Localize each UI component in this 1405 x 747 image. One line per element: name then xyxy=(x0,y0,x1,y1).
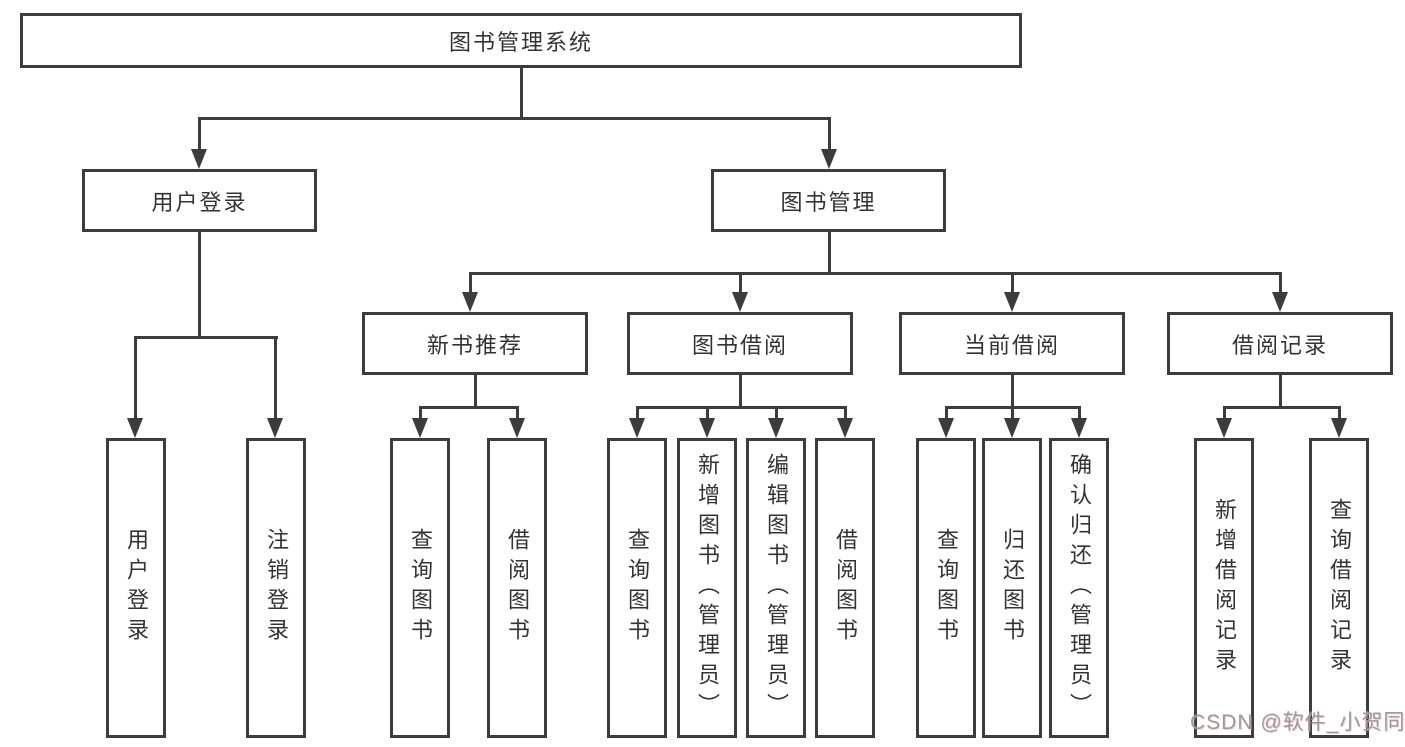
connector-shaft xyxy=(134,336,137,419)
connector-bar xyxy=(636,406,846,409)
arrow-down-icon xyxy=(1004,292,1020,312)
leaf-label: 新增图书（管理员） xyxy=(695,453,720,723)
node-label: 图书借阅 xyxy=(691,332,788,358)
arrow-down-icon xyxy=(509,418,525,438)
connector-shaft xyxy=(636,406,639,420)
arrow-down-icon xyxy=(462,292,478,312)
connector-shaft xyxy=(516,406,519,420)
leaf-label: 查询图书 xyxy=(408,528,433,648)
connector-stub xyxy=(739,375,742,406)
arrow-down-icon xyxy=(938,418,954,438)
leaf-label: 新增借阅记录 xyxy=(1212,498,1237,678)
leaf-add-borrow-record: 新增借阅记录 xyxy=(1194,438,1254,738)
leaf-label: 借阅图书 xyxy=(505,528,530,648)
connector-level1-bar xyxy=(198,117,831,120)
connector-stub xyxy=(474,375,477,406)
leaf-edit-book-admin: 编辑图书（管理员） xyxy=(746,438,806,738)
arrow-down-icon xyxy=(1331,418,1347,438)
arrow-down-icon xyxy=(837,418,853,438)
node-root: 图书管理系统 xyxy=(20,13,1022,68)
node-label: 用户登录 xyxy=(151,189,248,215)
connector-shaft xyxy=(469,272,472,294)
node-label: 当前借阅 xyxy=(963,332,1060,358)
node-current-borrow: 当前借阅 xyxy=(899,312,1125,375)
node-root-label: 图书管理系统 xyxy=(448,29,593,55)
leaf-return-book: 归还图书 xyxy=(982,438,1042,738)
leaf-query-book: 查询图书 xyxy=(607,438,667,738)
connector-stub xyxy=(1279,375,1282,406)
connector-shaft xyxy=(419,406,422,420)
connector-root-stub xyxy=(520,68,523,117)
connector-shaft xyxy=(945,406,948,420)
node-label: 图书管理 xyxy=(780,189,877,215)
arrow-down-icon xyxy=(127,418,143,438)
arrow-down-icon xyxy=(1071,418,1087,438)
leaf-confirm-return-admin: 确认归还（管理员） xyxy=(1049,438,1109,738)
connector-shaft xyxy=(1011,272,1014,294)
leaf-label: 查询借阅记录 xyxy=(1327,498,1352,678)
leaf-label: 注销登录 xyxy=(264,528,289,648)
leaf-logout: 注销登录 xyxy=(246,438,306,738)
connector-shaft xyxy=(1223,406,1226,420)
leaf-label: 确认归还（管理员） xyxy=(1067,453,1092,723)
leaf-label: 借阅图书 xyxy=(833,528,858,648)
connector-shaft xyxy=(1338,406,1341,420)
arrow-down-icon xyxy=(732,292,748,312)
connector-bar xyxy=(419,406,519,409)
leaf-label: 查询图书 xyxy=(934,528,959,648)
arrow-down-icon xyxy=(768,418,784,438)
arrow-down-icon xyxy=(412,418,428,438)
node-new-book-recommend: 新书推荐 xyxy=(362,312,588,375)
leaf-borrow-book: 借阅图书 xyxy=(815,438,875,738)
leaf-label: 归还图书 xyxy=(1000,528,1025,648)
node-user-login: 用户登录 xyxy=(82,169,317,232)
watermark: CSDN @软件_小贺同学 xyxy=(1190,711,1405,734)
leaf-query-book: 查询图书 xyxy=(916,438,976,738)
arrow-down-icon xyxy=(191,149,207,169)
node-borrow-record: 借阅记录 xyxy=(1167,312,1393,375)
connector-shaft xyxy=(1011,406,1014,420)
connector-stub xyxy=(1011,375,1014,406)
arrow-down-icon xyxy=(1216,418,1232,438)
leaf-query-book: 查询图书 xyxy=(390,438,450,738)
connector-shaft xyxy=(706,406,709,420)
connector-level3-bar xyxy=(469,272,1282,275)
node-label: 借阅记录 xyxy=(1231,332,1328,358)
connector-shaft xyxy=(739,272,742,294)
node-book-borrow: 图书借阅 xyxy=(627,312,853,375)
leaf-label: 查询图书 xyxy=(625,528,650,648)
arrow-down-icon xyxy=(267,418,283,438)
connector-shaft xyxy=(1078,406,1081,420)
leaf-label: 用户登录 xyxy=(124,528,149,648)
connector-bar xyxy=(1223,406,1341,409)
connector-user-login-bar xyxy=(134,336,278,339)
node-label: 新书推荐 xyxy=(426,332,523,358)
node-book-management: 图书管理 xyxy=(711,169,946,232)
connector-user-login-stub xyxy=(198,232,201,336)
arrow-down-icon xyxy=(629,418,645,438)
arrow-down-icon xyxy=(821,149,837,169)
connector-book-mgmt-stub xyxy=(828,232,831,272)
leaf-user-login: 用户登录 xyxy=(106,438,166,738)
leaf-query-borrow-record: 查询借阅记录 xyxy=(1309,438,1369,738)
leaf-borrow-book: 借阅图书 xyxy=(487,438,547,738)
connector-shaft xyxy=(274,336,277,419)
connector-shaft xyxy=(828,117,831,150)
connector-shaft xyxy=(198,117,201,150)
connector-shaft xyxy=(775,406,778,420)
connector-shaft xyxy=(844,406,847,420)
arrow-down-icon xyxy=(1272,292,1288,312)
leaf-add-book-admin: 新增图书（管理员） xyxy=(677,438,737,738)
arrow-down-icon xyxy=(1004,418,1020,438)
arrow-down-icon xyxy=(699,418,715,438)
leaf-label: 编辑图书（管理员） xyxy=(764,453,789,723)
connector-shaft xyxy=(1279,272,1282,294)
